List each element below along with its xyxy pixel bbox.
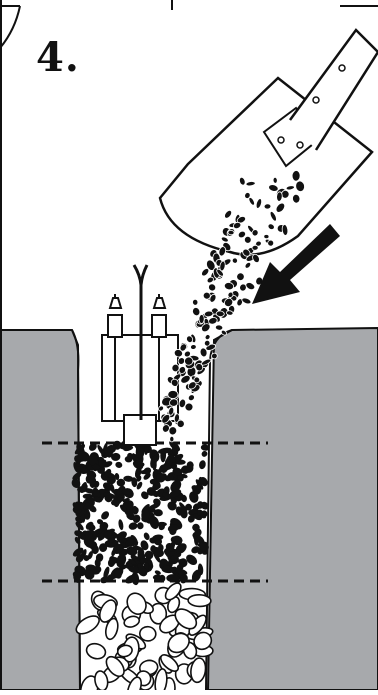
- particle: [204, 311, 213, 318]
- particle: [142, 466, 152, 476]
- particle: [200, 450, 208, 458]
- particle: [241, 297, 252, 305]
- particle: [264, 234, 269, 238]
- particle: [168, 390, 178, 398]
- particle: [236, 272, 245, 281]
- particle: [276, 192, 282, 202]
- particle: [190, 344, 197, 350]
- particle: [85, 641, 108, 661]
- particle: [264, 204, 271, 210]
- particle: [273, 177, 278, 183]
- particle: [207, 282, 217, 292]
- frame-corner: [0, 6, 20, 48]
- particle: [187, 394, 195, 402]
- particle: [231, 257, 238, 264]
- particle: [292, 170, 300, 181]
- particle: [216, 311, 225, 317]
- particle: [85, 503, 90, 510]
- particle: [198, 460, 206, 470]
- particle: [199, 314, 204, 323]
- particle: [215, 325, 223, 331]
- particle: [115, 461, 124, 469]
- particle: [170, 436, 174, 442]
- particle: [252, 245, 258, 250]
- gravel-layer: [70, 439, 210, 586]
- particle: [244, 261, 252, 269]
- particle: [226, 310, 233, 315]
- particle: [189, 657, 207, 683]
- particle: [137, 522, 144, 529]
- particle: [228, 230, 235, 235]
- particle: [118, 519, 124, 531]
- particle: [188, 594, 211, 606]
- particle: [192, 299, 198, 306]
- cobble-layer: [73, 580, 214, 690]
- particle: [245, 281, 256, 291]
- step-number: 4.: [36, 38, 80, 78]
- valve-icon: [110, 294, 165, 308]
- particle: [100, 510, 111, 521]
- particle: [204, 334, 211, 341]
- particle: [244, 236, 251, 244]
- shovel-icon: [160, 30, 378, 255]
- particle: [204, 340, 210, 347]
